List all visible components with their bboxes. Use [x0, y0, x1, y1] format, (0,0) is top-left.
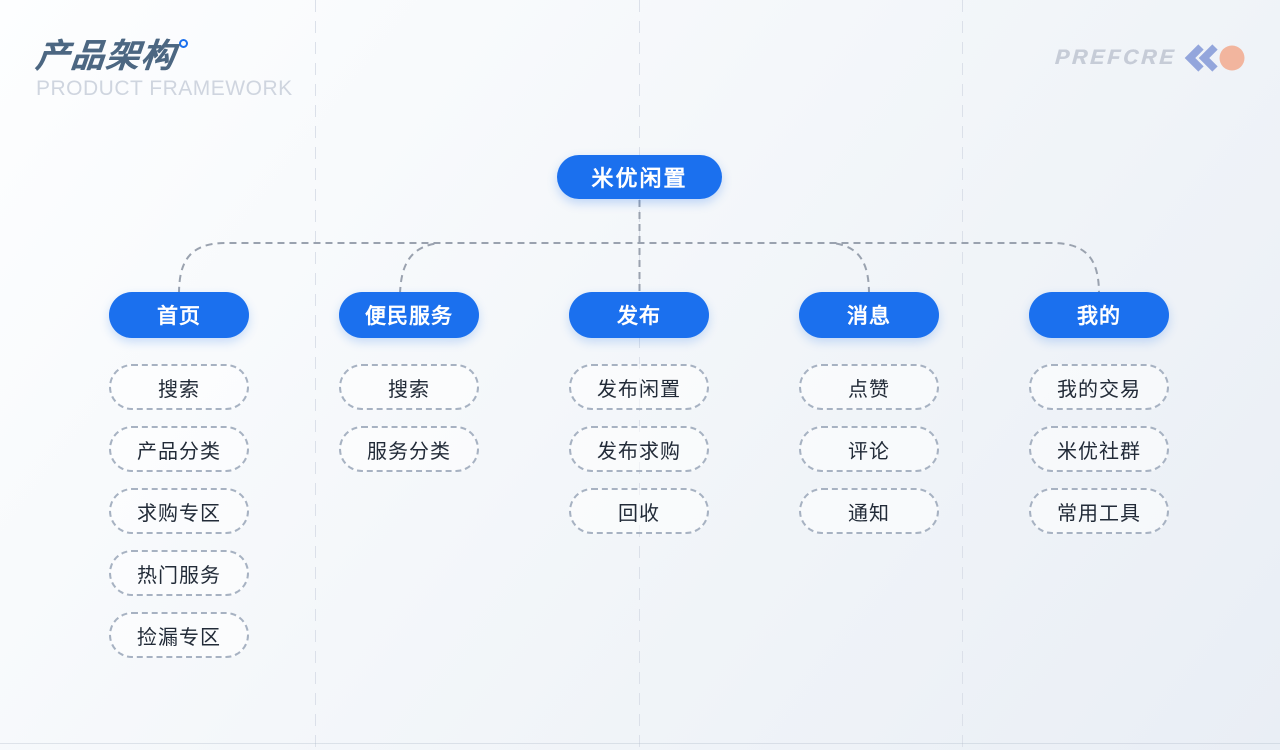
logo-chevron-icon [1198, 44, 1218, 72]
brand-logo-text: PREFCRE [1053, 46, 1177, 69]
child-node-search: 搜索 [109, 364, 249, 410]
child-node-bargain-zone: 捡漏专区 [109, 612, 249, 658]
connector-main-rail [178, 242, 1100, 295]
branch-column-messages: 消息 点赞 评论 通知 [799, 292, 939, 550]
branch-node-messages: 消息 [799, 292, 939, 338]
connector-drop-convenient-services [399, 242, 441, 295]
branch-column-convenient-services: 便民服务 搜索 服务分类 [339, 292, 479, 488]
grid-line [962, 0, 963, 750]
child-node-recycle: 回收 [569, 488, 709, 534]
branch-node-home: 首页 [109, 292, 249, 338]
child-node-publish-buy-request: 发布求购 [569, 426, 709, 472]
header: 产品架构 PRODUCT FRAMEWORK [34, 37, 293, 101]
child-node-service-search: 搜索 [339, 364, 479, 410]
brand-logo-mark-icon [1184, 44, 1245, 72]
logo-circle-icon [1219, 45, 1245, 71]
branch-node-convenient-services: 便民服务 [339, 292, 479, 338]
connector-drop-messages [831, 242, 870, 295]
child-node-comments: 评论 [799, 426, 939, 472]
branch-column-home: 首页 搜索 产品分类 求购专区 热门服务 捡漏专区 [109, 292, 249, 674]
branch-node-publish: 发布 [569, 292, 709, 338]
branch-node-mine: 我的 [1029, 292, 1169, 338]
degree-mark-icon [179, 39, 188, 48]
child-node-likes: 点赞 [799, 364, 939, 410]
child-node-common-tools: 常用工具 [1029, 488, 1169, 534]
child-node-miyou-community: 米优社群 [1029, 426, 1169, 472]
branch-column-publish: 发布 发布闲置 发布求购 回收 [569, 292, 709, 550]
child-node-notifications: 通知 [799, 488, 939, 534]
branch-column-mine: 我的 我的交易 米优社群 常用工具 [1029, 292, 1169, 550]
grid-line [315, 0, 316, 750]
bottom-rule [0, 743, 1280, 744]
child-node-publish-idle: 发布闲置 [569, 364, 709, 410]
child-node-my-trades: 我的交易 [1029, 364, 1169, 410]
page-subtitle: PRODUCT FRAMEWORK [36, 77, 293, 101]
brand-logo: PREFCRE [1053, 44, 1246, 72]
child-node-product-category: 产品分类 [109, 426, 249, 472]
child-node-hot-services: 热门服务 [109, 550, 249, 596]
logo-chevron-icon [1184, 44, 1204, 72]
page-title: 产品架构 [34, 37, 179, 74]
root-node-miyou-xianzhi: 米优闲置 [557, 155, 722, 199]
child-node-buy-request-zone: 求购专区 [109, 488, 249, 534]
child-node-service-category: 服务分类 [339, 426, 479, 472]
